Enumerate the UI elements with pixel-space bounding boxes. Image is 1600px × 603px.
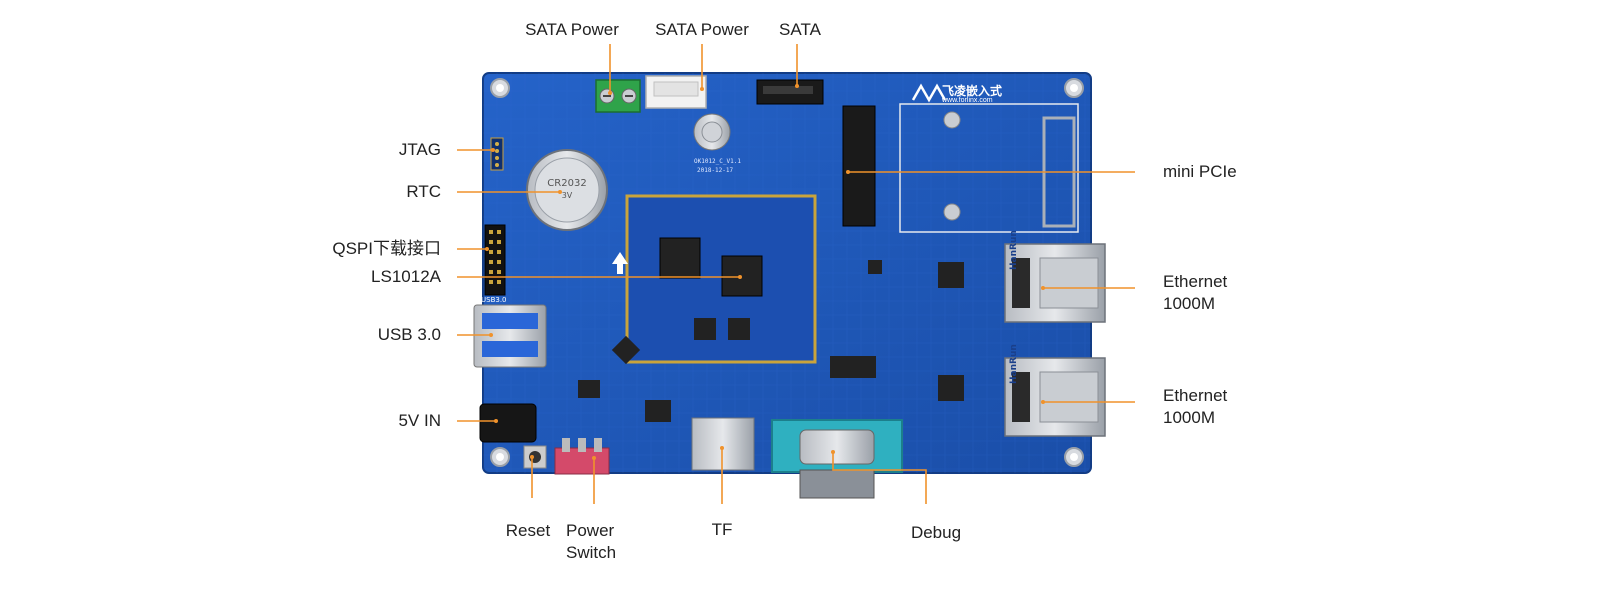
label-reset: Reset — [505, 521, 551, 540]
label-ls1012a: LS1012A — [371, 267, 441, 286]
callout-leaders — [457, 44, 1135, 504]
label-ethernet-2-line2: 1000M — [1163, 408, 1215, 427]
svg-text:CR2032: CR2032 — [547, 178, 586, 189]
label-sata-power-1: SATA Power — [525, 20, 619, 39]
dc-jack — [479, 403, 537, 443]
tf-slot — [691, 417, 755, 471]
label-sata-power-2: SATA Power — [655, 20, 749, 39]
label-debug: Debug — [910, 523, 962, 542]
label-power-switch: Power Switch — [566, 520, 616, 564]
label-ethernet-1-line2: 1000M — [1163, 294, 1215, 313]
ethernet-port-2 — [1004, 357, 1106, 437]
leader-debug — [832, 452, 927, 504]
misc-chips — [578, 260, 964, 422]
ethernet-port-1 — [1004, 243, 1106, 323]
label-rtc: RTC — [406, 182, 441, 201]
label-ethernet-1: Ethernet 1000M — [1163, 271, 1227, 315]
label-ethernet-2-line1: Ethernet — [1163, 386, 1228, 405]
label-jtag: JTAG — [398, 140, 441, 159]
label-sata: SATA — [779, 20, 821, 39]
usb3-port — [473, 304, 547, 368]
svg-text:3V: 3V — [562, 191, 573, 200]
rj45-brand-1: HanRun — [1009, 230, 1019, 270]
board-url-text: www.forlinx.com — [942, 97, 993, 104]
label-5v-in: 5V IN — [398, 411, 441, 430]
sata-connector — [756, 79, 824, 105]
rj45-brand-2: HanRun — [1009, 344, 1019, 384]
label-mini-pcie: mini PCIe — [1163, 162, 1237, 181]
reset-button-part — [523, 445, 547, 469]
label-qspi: QSPI下载接口 — [332, 239, 441, 258]
label-power-switch-line2: Switch — [566, 543, 617, 562]
board-logo-text: 飞凌嵌入式 — [942, 84, 1003, 98]
label-tf: TF — [711, 520, 733, 539]
power-switch-part — [554, 438, 610, 475]
forlinx-logo — [911, 83, 947, 103]
silk-usb-text: USB3.0 — [481, 296, 507, 304]
ls1012a-core-module — [612, 194, 817, 364]
mounting-holes — [490, 78, 1084, 467]
label-power-switch-line1: Power — [566, 521, 615, 540]
label-ethernet-1-line1: Ethernet — [1163, 272, 1228, 291]
rtc-battery: CR2032 3V — [526, 149, 608, 231]
board-date-text: 2018-12-17 — [697, 167, 734, 174]
sata-power-terminal — [595, 79, 641, 113]
jtag-header — [490, 137, 504, 171]
board-id-text: OK1012_C_V1.1 — [694, 158, 741, 165]
label-ethernet-2: Ethernet 1000M — [1163, 385, 1227, 429]
debug-db9 — [771, 419, 903, 499]
qspi-header — [484, 224, 506, 296]
label-usb3: USB 3.0 — [377, 325, 441, 344]
